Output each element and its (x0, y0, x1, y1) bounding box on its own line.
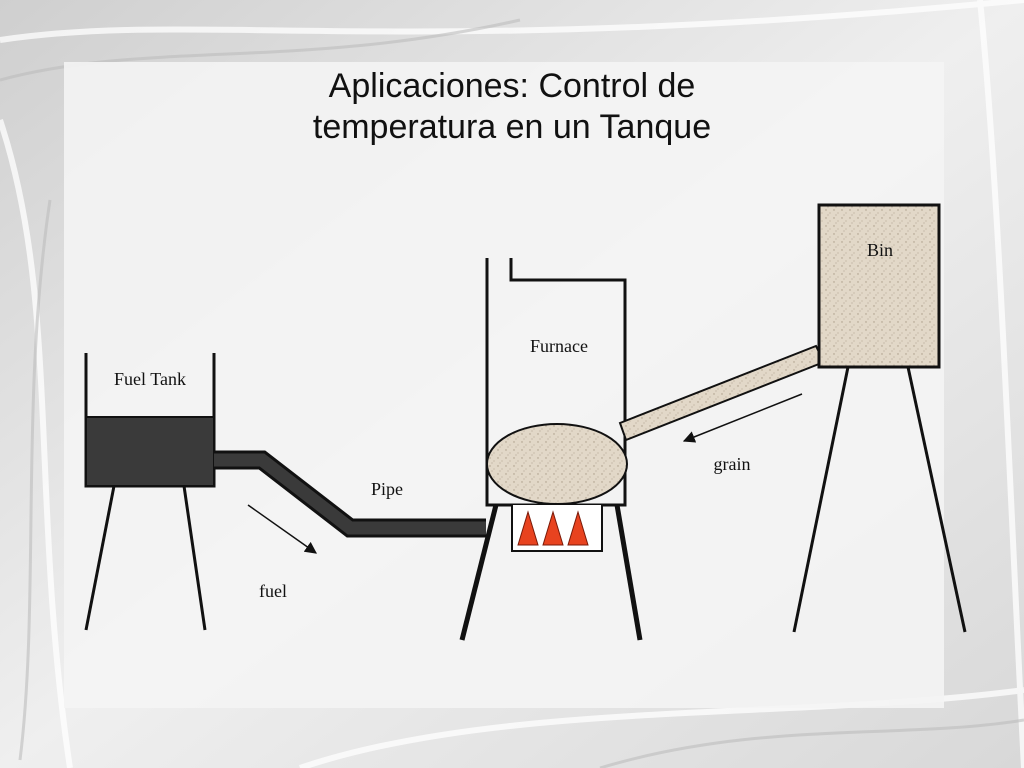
fuel-pipe: Pipe (214, 450, 486, 538)
bin-body (817, 203, 941, 369)
fuel-tank-fuel-level (85, 416, 215, 487)
title-line-1: Aplicaciones: Control de (328, 67, 696, 105)
fuel-tank-leg-right (182, 485, 207, 631)
pipe-label: Pipe (371, 479, 403, 499)
furnace-leg-right (614, 504, 643, 641)
bin-leg-left (792, 366, 850, 633)
fuel-tank-leg-left (84, 485, 116, 631)
flame-middle (542, 510, 564, 546)
furnace: Furnace (459, 258, 643, 641)
fuel-tank: Fuel Tank (84, 353, 216, 631)
furnace-leg-left (459, 504, 499, 641)
bin-label: Bin (867, 240, 893, 260)
fuel-tank-label: Fuel Tank (114, 369, 186, 389)
bin-leg-right (906, 366, 967, 633)
fuel-flow-label: fuel (259, 581, 287, 601)
fuel-flow-arrow (247, 504, 317, 554)
flame-right (567, 510, 589, 546)
title-line-2: temperatura en un Tanque (312, 108, 712, 146)
furnace-grain-mass (486, 423, 628, 505)
slide-panel (64, 62, 944, 708)
grain-bin: Bin (792, 203, 967, 633)
furnace-label: Furnace (530, 336, 588, 356)
grain-flow-label: grain (714, 454, 751, 474)
slide-title: Aplicaciones: Control de temperatura en … (212, 66, 812, 148)
grain-flow-arrow (682, 393, 803, 443)
flame-left (517, 510, 539, 546)
